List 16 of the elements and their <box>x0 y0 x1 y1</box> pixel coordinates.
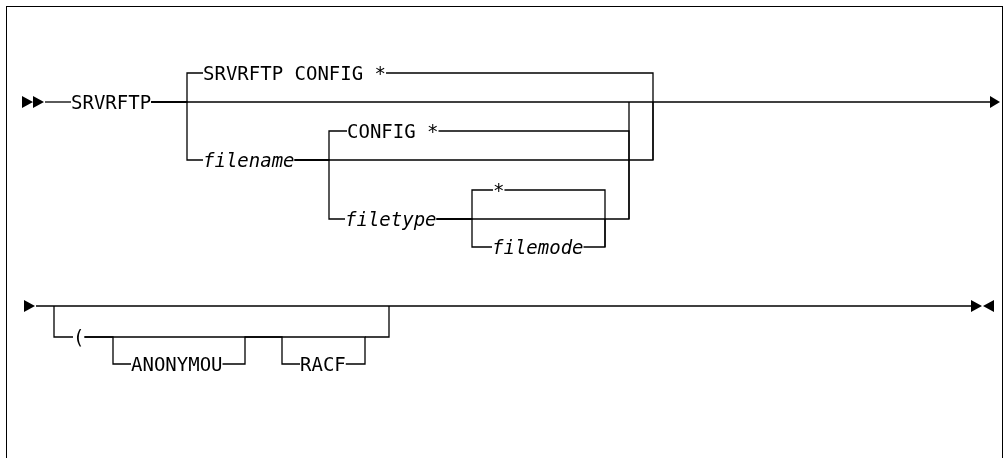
keyword-text: ANONYMOU <box>131 352 223 376</box>
rail-connector <box>293 72 654 161</box>
keyword-text: CONFIG * <box>347 119 439 143</box>
rail-connector <box>83 336 366 365</box>
variable-text: filetype <box>345 207 437 231</box>
rail-connector <box>435 130 630 220</box>
variable-text: filemode <box>492 235 584 259</box>
keyword-text: SRVRFTP CONFIG * <box>203 61 387 85</box>
keyword-text: ( <box>73 325 85 349</box>
keyword-text: RACF <box>300 352 346 376</box>
rail-connector <box>150 101 204 161</box>
rail-connector <box>503 189 606 248</box>
variable-text: filename <box>203 148 295 172</box>
rail-connector <box>221 336 301 365</box>
keyword-text: SRVRFTP <box>71 90 152 114</box>
keyword-text: * <box>493 178 505 202</box>
